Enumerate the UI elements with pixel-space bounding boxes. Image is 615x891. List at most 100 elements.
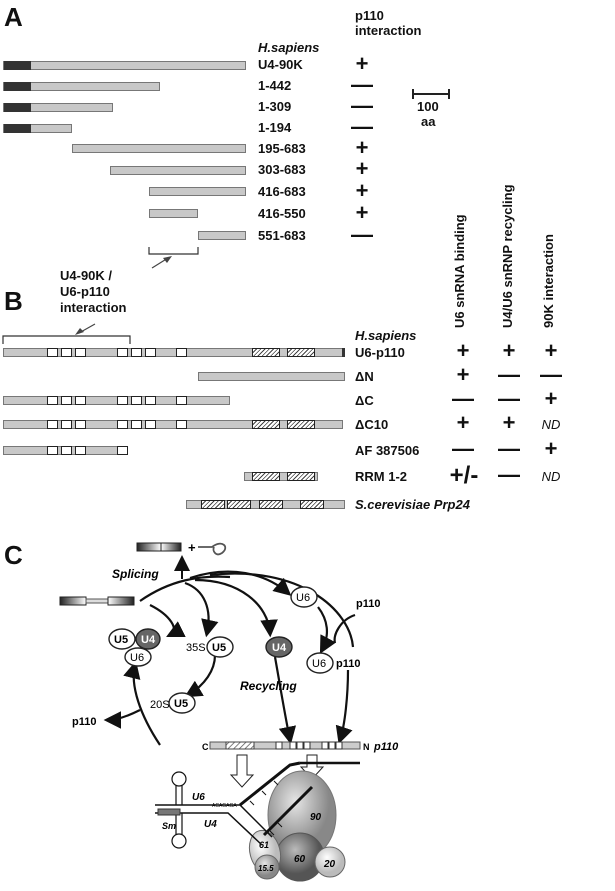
recycling-label: Recycling	[240, 679, 297, 693]
p110-interaction-header: p110 interaction	[355, 8, 421, 38]
u4-free: U4	[265, 636, 293, 658]
construct-label: ΔC	[355, 393, 374, 408]
species-label-a: H.sapiens	[258, 40, 320, 55]
interaction-result: —	[351, 72, 373, 97]
construct-bar-rrm12	[244, 472, 318, 481]
construct-label: 1-194	[258, 120, 292, 135]
panel-b-letter: B	[4, 286, 23, 316]
rna-u4-label: U4	[204, 819, 217, 830]
construct-label: 303-683	[258, 162, 306, 177]
svg-text:N: N	[363, 742, 370, 752]
construct-bar-416-683	[149, 187, 246, 196]
construct-bar-delta-c	[3, 396, 230, 405]
col-header-90k: 90K interaction	[541, 234, 556, 328]
construct-label: 195-683	[258, 141, 306, 156]
construct-label: U4-90K	[258, 57, 303, 72]
construct-bar-303-683	[110, 166, 246, 175]
result-recycling: —	[498, 462, 520, 487]
interaction-result: +	[355, 200, 369, 225]
construct-bar-195-683	[72, 144, 246, 153]
construct-label: AF 387506	[355, 443, 420, 458]
construct-bar-416-550	[149, 209, 198, 218]
construct-label: RRM 1-2	[355, 469, 408, 484]
result-recycling: +	[502, 338, 516, 363]
svg-text:p110: p110	[373, 741, 399, 753]
construct-label: ΔN	[355, 369, 374, 384]
construct-label: ΔC10	[355, 417, 389, 432]
region-label-line-3: interaction	[60, 300, 127, 315]
construct-bar-1-309	[3, 103, 113, 112]
result-u6-binding: +/-	[449, 462, 479, 489]
svg-text:U5: U5	[212, 642, 226, 654]
svg-text:20S: 20S	[150, 699, 170, 711]
construct-bar-1-442	[3, 82, 160, 91]
svg-text:20: 20	[323, 859, 336, 870]
result-90k: +	[544, 338, 558, 363]
u6-p110-complex: U6 p110	[306, 652, 360, 674]
panel-c-letter: C	[4, 540, 23, 570]
result-recycling: —	[498, 362, 520, 387]
col-header-recycling: U4/U6 snRNP recycling	[500, 184, 515, 328]
result-recycling: +	[502, 410, 516, 435]
svg-text:U4: U4	[141, 634, 156, 646]
svg-text:U4: U4	[272, 642, 287, 654]
scale-bar	[412, 89, 450, 99]
protein-20k	[314, 846, 346, 878]
construct-bar-u6-p110	[3, 348, 345, 357]
svg-text:U6: U6	[312, 658, 326, 670]
result-90k: ND	[541, 417, 561, 432]
lariat-icon	[198, 542, 227, 556]
result-u6-binding: —	[452, 436, 474, 461]
region-label: U4-90K / U6-p110 interaction	[60, 268, 126, 316]
construct-bar-551-683	[198, 231, 246, 240]
svg-text:61: 61	[259, 840, 269, 850]
interaction-result: —	[351, 222, 373, 247]
header-line-2: interaction	[355, 23, 422, 38]
interaction-result: +	[355, 51, 369, 76]
construct-label: S.cerevisiae Prp24	[355, 497, 470, 512]
result-90k: ND	[541, 469, 561, 484]
result-90k: +	[544, 386, 558, 411]
construct-label: 1-442	[258, 78, 292, 93]
mrna-product: +	[136, 540, 227, 556]
header-line-1: p110	[355, 8, 384, 23]
result-u6-binding: +	[456, 410, 470, 435]
svg-text:15.5: 15.5	[258, 864, 274, 873]
species-label-b: H.sapiens	[355, 328, 417, 343]
u4-u5-u6-trisnrnp: U5 U4 U6	[108, 628, 161, 667]
interaction-region-bracket	[2, 247, 199, 344]
plus-sign: +	[188, 540, 196, 555]
p110-label-top: p110	[356, 598, 380, 610]
p110-label-left: p110	[72, 716, 96, 728]
protein-15-5k	[254, 854, 280, 880]
svg-text:p110: p110	[336, 658, 360, 670]
construct-bar-delta-n	[198, 372, 345, 381]
construct-bar-prp24	[186, 500, 345, 509]
result-90k: +	[544, 436, 558, 461]
interaction-result: +	[355, 135, 369, 160]
svg-text:U5: U5	[174, 698, 188, 710]
svg-text:U5: U5	[114, 634, 128, 646]
interaction-result: +	[355, 178, 369, 203]
result-recycling: —	[498, 386, 520, 411]
result-u6-binding: +	[456, 338, 470, 363]
u5-35s: 35S U5	[186, 636, 234, 658]
svg-text:35S: 35S	[186, 642, 206, 654]
panel-a-letter: A	[4, 2, 23, 32]
acagaga-seq: ACAGAGA	[212, 803, 237, 809]
sm-site	[157, 808, 181, 816]
col-header-u6-binding: U6 snRNA binding	[452, 214, 467, 328]
construct-bar-u4-90k	[3, 61, 246, 70]
u6-free: U6	[290, 586, 318, 608]
construct-label: 416-550	[258, 206, 306, 221]
interaction-result: —	[351, 114, 373, 139]
interaction-result: +	[355, 156, 369, 181]
result-90k: —	[540, 362, 562, 387]
construct-label: 551-683	[258, 228, 306, 243]
construct-label: 1-309	[258, 99, 292, 114]
construct-label: U6-p110	[355, 345, 405, 360]
interaction-result: —	[351, 93, 373, 118]
construct-label: 416-683	[258, 184, 306, 199]
result-recycling: —	[498, 436, 520, 461]
result-u6-binding: —	[452, 386, 474, 411]
